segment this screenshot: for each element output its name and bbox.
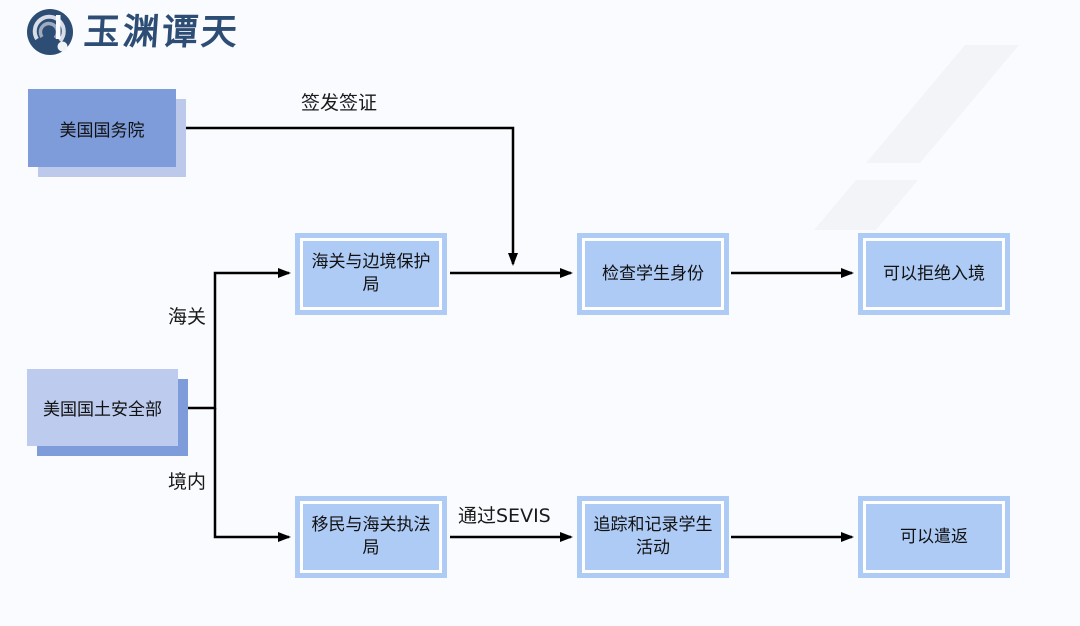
node-deny-entry: 可以拒绝入境	[858, 233, 1010, 315]
brand-logo: 玉渊谭天	[26, 8, 241, 56]
node-track-students: 追踪和记录学生活动	[577, 496, 729, 578]
node-cbp: 海关与边境保护局	[295, 233, 447, 315]
edge-label-via-sevis: 通过SEVIS	[458, 505, 551, 527]
node-check-student-label: 检查学生身份	[602, 263, 704, 284]
node-homeland-security: 美国国土安全部	[27, 369, 178, 446]
node-check-student: 检查学生身份	[577, 233, 729, 315]
node-state-department-label: 美国国务院	[59, 120, 145, 141]
edge-label-domestic: 境内	[168, 471, 207, 493]
edge-dhs-to-cbp	[182, 268, 291, 410]
node-homeland-security-label: 美国国土安全部	[43, 400, 162, 420]
edge-dhs-to-ice	[213, 408, 291, 542]
edge-state-dept-to-inspection	[180, 126, 518, 266]
node-cbp-inner: 海关与边境保护局	[300, 238, 442, 310]
node-ice-label: 移民与海关执法局	[311, 515, 431, 558]
node-deport-inner: 可以遣返	[863, 501, 1005, 573]
edge-label-issue-visa: 签发签证	[301, 92, 378, 114]
node-track-students-inner: 追踪和记录学生活动	[582, 501, 724, 573]
node-cbp-label: 海关与边境保护局	[311, 252, 431, 295]
edge-label-customs: 海关	[168, 306, 207, 328]
node-check-student-inner: 检查学生身份	[582, 238, 724, 310]
node-ice-inner: 移民与海关执法局	[300, 501, 442, 573]
node-deny-entry-inner: 可以拒绝入境	[863, 238, 1005, 310]
node-track-students-label: 追踪和记录学生活动	[593, 515, 713, 558]
node-deny-entry-label: 可以拒绝入境	[883, 263, 985, 284]
node-deport-label: 可以遣返	[900, 526, 968, 547]
node-deport: 可以遣返	[858, 496, 1010, 578]
node-state-department: 美国国务院	[28, 89, 176, 167]
brand-logo-icon	[27, 9, 73, 55]
node-ice: 移民与海关执法局	[295, 496, 447, 578]
